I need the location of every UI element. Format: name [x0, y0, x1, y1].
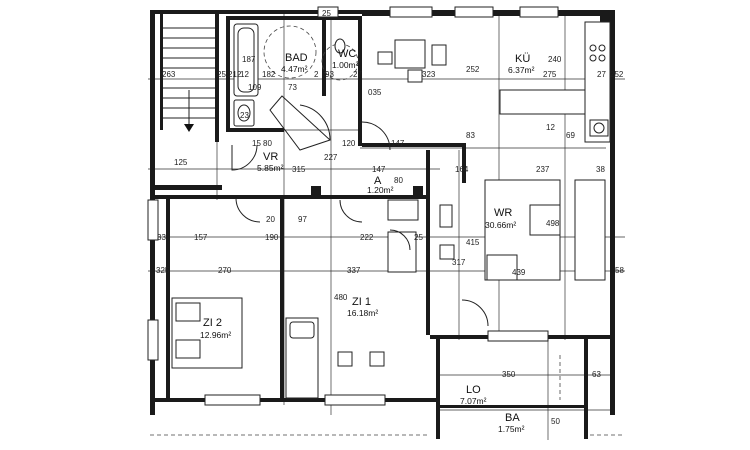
living-furniture [439, 179, 606, 281]
room-name-wc: WC [338, 48, 356, 60]
dim-label: 58 [615, 266, 624, 275]
dim-label: 498 [546, 219, 560, 228]
dim-label: 323 [422, 70, 436, 79]
room-name-zi2: ZI 2 [203, 317, 222, 329]
dim-label: 252 [466, 65, 480, 74]
dim-label: 38 [596, 165, 605, 174]
dim-label: 270 [218, 266, 232, 275]
room-name-vr: VR [263, 151, 278, 163]
dim-label: 252 [610, 70, 624, 79]
room-area-a: 1.20m² [367, 185, 394, 195]
dim-label: 337 [347, 266, 361, 275]
room-area-lo: 7.07m² [460, 396, 487, 406]
door-swings [231, 121, 489, 327]
dim-label: 317 [452, 258, 466, 267]
dim-label: 325 [156, 266, 170, 275]
dim-label: 147 [372, 165, 386, 174]
dim-label: 73 [288, 83, 297, 92]
room-area-zi2: 12.96m² [200, 330, 231, 340]
room-name-kue: KÜ [515, 53, 530, 65]
dim-label: 240 [548, 55, 562, 64]
room-area-bad: 4.47m² [281, 64, 308, 74]
dim-label: 222 [360, 233, 374, 242]
room-labels: BAD 4.47m² WC 1.00m² KÜ 6.37m² VR 5.85m²… [200, 48, 535, 434]
room-name-wr: WR [494, 207, 512, 219]
windows [147, 6, 559, 406]
room-name-a: A [374, 175, 382, 187]
dim-label: 415 [466, 238, 480, 247]
dim-label: 125 [174, 158, 188, 167]
dim-label: 12 [240, 70, 249, 79]
room-area-zi1: 16.18m² [347, 308, 378, 318]
dim-label: 80 [394, 176, 403, 185]
dim-label: 2 [314, 70, 319, 79]
dim-label: 25 [414, 233, 423, 242]
dim-label: 439 [512, 268, 526, 277]
dim-label: 69 [566, 131, 575, 140]
dim-label: 187 [242, 55, 256, 64]
dim-label: 263 [162, 70, 176, 79]
dim-label: 035 [368, 88, 382, 97]
kitchen-furniture [377, 21, 611, 143]
dim-label: 164 [455, 165, 469, 174]
dim-label: 27 [353, 70, 362, 79]
dim-label: 20 [266, 215, 275, 224]
bath-fixtures [233, 23, 359, 151]
dim-label: 83 [466, 131, 475, 140]
room-name-bad: BAD [285, 52, 308, 64]
dim-label: 315 [292, 165, 306, 174]
room-area-ba: 1.75m² [498, 424, 525, 434]
dim-label: 25 [217, 70, 226, 79]
dim-label: 25 [322, 9, 331, 18]
dim-label: 93 [325, 70, 334, 79]
dim-label: 182 [262, 70, 276, 79]
room-area-wr: 30.66m² [485, 220, 516, 230]
dim-label: 350 [502, 370, 516, 379]
dim-label: 27 [597, 70, 606, 79]
room-area-wc: 1.00m² [332, 60, 359, 70]
dim-label: 275 [543, 70, 557, 79]
room-area-kue: 6.37m² [508, 65, 535, 75]
dim-label: 63 [592, 370, 601, 379]
room-name-ba: BA [505, 412, 520, 424]
dim-label: 157 [194, 233, 208, 242]
room-name-lo: LO [466, 384, 481, 396]
dim-label: 190 [265, 233, 279, 242]
room-furniture [171, 199, 419, 399]
dimension-labels: 263 25 212 182 187 109 73 23 93 27 2 25 … [156, 9, 624, 426]
dim-label: 120 [342, 139, 356, 148]
dim-label: 147 [391, 139, 405, 148]
dim-label: 15 [252, 139, 261, 148]
room-area-vr: 5.85m² [257, 163, 284, 173]
dim-label: 227 [324, 153, 338, 162]
dim-label: 33 [157, 233, 166, 242]
balcony-outline [150, 355, 625, 436]
staircase [163, 27, 215, 132]
dim-label: 237 [536, 165, 550, 174]
dim-label: 480 [334, 293, 348, 302]
dim-label: 12 [546, 123, 555, 132]
dim-label: 50 [551, 417, 560, 426]
room-name-zi1: ZI 1 [352, 296, 371, 308]
dim-label: 97 [298, 215, 307, 224]
dim-label: 109 [248, 83, 262, 92]
dim-label: 212 [228, 70, 242, 79]
dim-label: 23 [240, 111, 249, 120]
dim-label: 80 [263, 139, 272, 148]
